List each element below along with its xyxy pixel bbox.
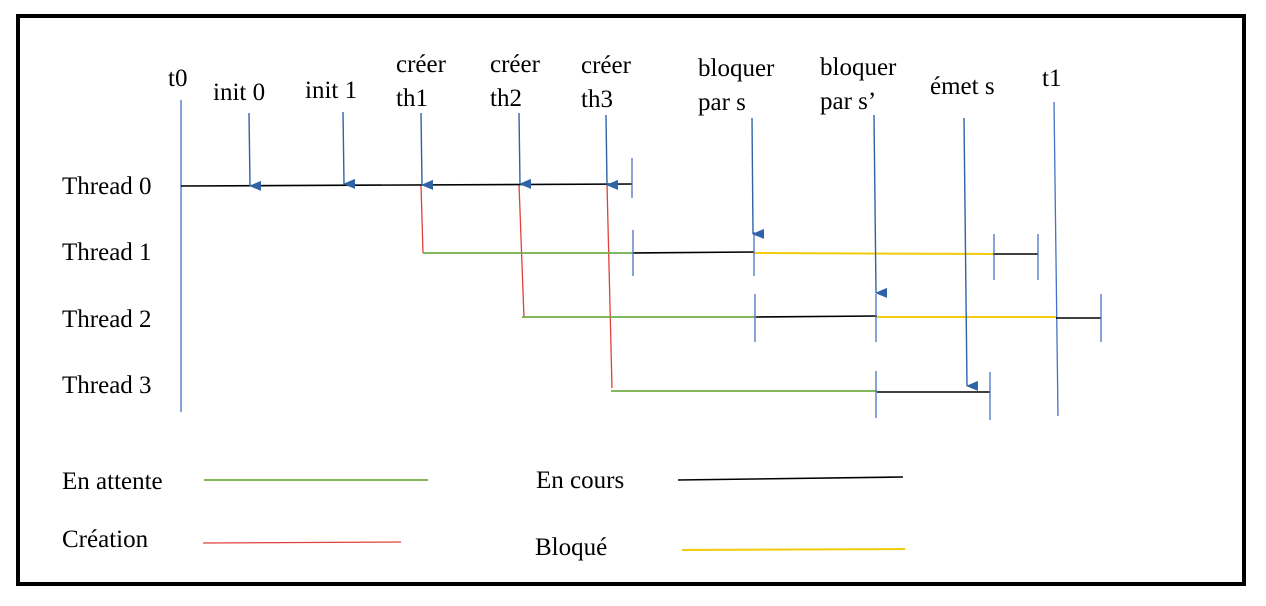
arrow-creer-th2 — [518, 112, 532, 189]
event-creer-th2-label-line2: th2 — [490, 85, 522, 112]
legend-bloque-swatch — [681, 548, 906, 551]
legend-en-attente-label: En attente — [62, 468, 163, 495]
event-init-0-label: init 0 — [213, 79, 265, 106]
event-init-1-label: init 1 — [305, 77, 357, 104]
legend-en-cours-label: En cours — [536, 467, 624, 494]
event-creer-th1-label-line2: th1 — [396, 85, 428, 112]
arrow-creer-th3 — [605, 114, 619, 190]
arrow-bloquer-s-prime — [873, 114, 888, 298]
thread-2-running-segment-1 — [755, 315, 878, 318]
arrow-init-0 — [248, 112, 262, 191]
event-creer-th1-label-line1: créer — [396, 51, 447, 78]
thread-1-label: Thread 1 — [62, 239, 152, 266]
event-creer-th2-label-line1: créer — [490, 51, 541, 78]
event-bloquer-s-label-line2: par s — [698, 89, 746, 116]
event-creer-th3-label-line1: créer — [581, 52, 632, 79]
arrow-bloquer-s — [751, 117, 765, 239]
legend-creation-swatch — [202, 541, 402, 544]
creation-line-th1 — [420, 184, 424, 254]
arrow-init-1 — [342, 111, 356, 189]
thread-3-label: Thread 3 — [62, 372, 152, 399]
event-bloquer-s-prime-label-line2: par s’ — [820, 88, 876, 115]
diagram-frame — [16, 14, 1246, 586]
t1-line — [1053, 101, 1059, 417]
thread-2-label: Thread 2 — [62, 306, 152, 333]
creation-line-th2 — [518, 183, 525, 319]
legend-bloque-label: Bloqué — [535, 534, 607, 561]
event-emet-s-label: émet s — [930, 73, 995, 100]
event-creer-th3-label-line2: th3 — [581, 86, 613, 113]
t1-label: t1 — [1042, 65, 1061, 92]
arrow-creer-th1 — [420, 112, 434, 190]
thread-0-label: Thread 0 — [62, 173, 152, 200]
legend-creation-label: Création — [62, 526, 149, 553]
event-bloquer-s-label-line1: bloquer — [698, 55, 775, 82]
creation-line-th3 — [606, 183, 613, 389]
arrow-emet-s — [963, 117, 979, 391]
t0-label: t0 — [168, 65, 187, 92]
thread-1-blocked-segment — [753, 252, 994, 255]
thread-0-running-segment — [180, 183, 633, 187]
event-bloquer-s-prime-label-line1: bloquer — [820, 54, 897, 81]
thread-1-running-segment-1 — [632, 251, 755, 254]
legend-en-cours-swatch — [677, 476, 904, 481]
